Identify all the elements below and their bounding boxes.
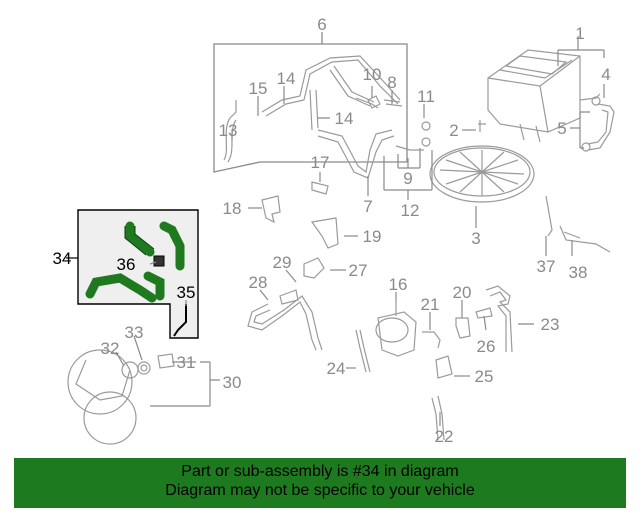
callout-15: 15 [249, 79, 268, 98]
callout-30: 30 [223, 373, 242, 392]
banner-line-1: Part or sub-assembly is #34 in diagram [181, 463, 459, 480]
callout-31: 31 [177, 353, 196, 372]
callout-35: 35 [177, 283, 196, 302]
misc-parts-right [355, 285, 513, 441]
callout-11: 11 [417, 87, 435, 106]
callout-29: 29 [273, 253, 292, 272]
hose-34-outline [124, 226, 155, 256]
callout-16: 16 [389, 275, 408, 294]
filter-3 [429, 145, 535, 203]
callout-13: 13 [219, 121, 238, 140]
callout-2: 2 [449, 121, 458, 140]
callout-10: 10 [363, 65, 382, 84]
callout-5: 5 [557, 119, 566, 138]
callout-19: 19 [363, 227, 382, 246]
callout-37: 37 [537, 257, 556, 276]
callout-1: 1 [575, 24, 584, 43]
callout-26: 26 [477, 337, 496, 356]
callout-20: 20 [453, 283, 472, 302]
hose-34 [85, 221, 185, 303]
sensors-37-38 [545, 195, 611, 253]
banner-line-2: Diagram may not be specific to your vehi… [165, 482, 475, 499]
callout-14a: 14 [277, 69, 296, 88]
fan-shroud [67, 349, 175, 445]
callout-12: 12 [401, 201, 420, 220]
group-34-box [66, 209, 199, 339]
info-banner: Part or sub-assembly is #34 in diagram D… [14, 458, 626, 508]
clamp-36 [153, 255, 165, 267]
callout-24: 24 [327, 359, 346, 378]
canister-assembly [487, 49, 601, 143]
callout-6: 6 [317, 15, 326, 34]
group-6-box [213, 32, 408, 173]
callout-28: 28 [249, 273, 268, 292]
callout-27: 27 [349, 261, 368, 280]
callout-14b: 14 [335, 109, 354, 128]
callout-3: 3 [471, 229, 480, 248]
callout-34: 34 [53, 249, 72, 268]
callout-9: 9 [403, 169, 412, 188]
callout-25: 25 [475, 367, 494, 386]
group-6-hoses [223, 55, 401, 163]
callout-33: 33 [125, 323, 144, 342]
small-connectors [367, 95, 486, 151]
callout-21: 21 [421, 295, 440, 314]
callout-38: 38 [569, 263, 588, 282]
callout-7: 7 [363, 197, 372, 216]
misc-parts-mid [247, 181, 339, 351]
callout-22: 22 [435, 427, 454, 446]
callout-17: 17 [311, 153, 330, 172]
callout-4: 4 [601, 65, 610, 84]
leader-lines [115, 36, 605, 426]
hoses-4-5 [581, 96, 615, 152]
callout-23: 23 [541, 315, 560, 334]
callout-8: 8 [387, 73, 396, 92]
valve-35 [173, 304, 187, 337]
callout-36: 36 [117, 255, 136, 274]
callout-18: 18 [223, 199, 242, 218]
callout-32: 32 [101, 339, 120, 358]
